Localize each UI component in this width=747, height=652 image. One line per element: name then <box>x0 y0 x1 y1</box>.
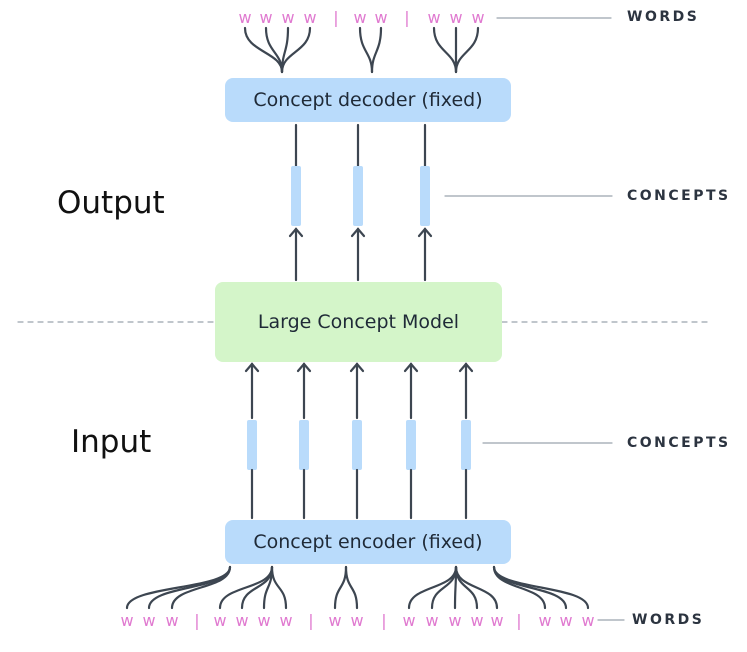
word-token: w <box>235 611 249 630</box>
word-token: w <box>449 8 463 27</box>
bottom-group-3-curve-1 <box>333 565 348 610</box>
word-token: w <box>120 611 134 630</box>
bottom-group-1-curve-3 <box>170 565 232 610</box>
words-label-top: WORDS <box>627 9 700 25</box>
large-concept-model-box: Large Concept Model <box>215 282 502 362</box>
input-concept-2 <box>299 420 309 470</box>
token-separator: | <box>404 8 410 27</box>
concept-decoder-box: Concept decoder (fixed) <box>225 78 511 122</box>
token-separator: | <box>308 611 314 630</box>
word-token: w <box>350 611 364 630</box>
token-separator: | <box>333 8 339 27</box>
input-arrow-3-head <box>349 362 365 373</box>
word-token: w <box>303 8 317 27</box>
bottom-group-2-curve-4 <box>270 565 288 610</box>
top-group-3-curve-1 <box>432 26 458 74</box>
word-token: w <box>448 611 462 630</box>
word-token: w <box>279 611 293 630</box>
token-separator: | <box>516 611 522 630</box>
word-token: w <box>581 611 595 630</box>
concepts-label-output: CONCEPTS <box>627 188 731 204</box>
concept-encoder-box: Concept encoder (fixed) <box>225 520 511 564</box>
bottom-group-2-curve-3 <box>262 565 274 610</box>
output-arrow-2-head <box>350 227 366 238</box>
bottom-group-4-curve-2 <box>430 565 458 610</box>
token-separator: | <box>194 611 200 630</box>
top-group-2-curve-1 <box>358 26 374 74</box>
bottom-group-5-curve-3 <box>492 565 590 610</box>
output-concept-1 <box>291 166 301 226</box>
output-concept-2 <box>353 166 363 226</box>
word-token: w <box>471 8 485 27</box>
word-token: w <box>402 611 416 630</box>
input-arrow-4-head <box>403 362 419 373</box>
top-group-2-curve-2 <box>370 26 383 74</box>
bottom-group-4-curve-5 <box>454 565 499 610</box>
input-arrow-5-head <box>458 362 474 373</box>
word-token: w <box>427 8 441 27</box>
bottom-group-3-curve-2 <box>344 565 359 610</box>
output-label: Output <box>57 185 165 221</box>
top-group-1-curve-4 <box>280 26 312 74</box>
input-concept-3 <box>352 420 362 470</box>
word-token: w <box>213 611 227 630</box>
word-token: w <box>238 8 252 27</box>
top-group-1-curve-1 <box>243 26 284 74</box>
input-arrow-1-head <box>244 362 260 373</box>
input-concept-1 <box>247 420 257 470</box>
word-token: w <box>165 611 179 630</box>
output-arrow-3-head <box>417 227 433 238</box>
input-concept-4 <box>406 420 416 470</box>
top-group-3-curve-3 <box>454 26 480 74</box>
word-token: w <box>470 611 484 630</box>
word-token: w <box>538 611 552 630</box>
concepts-label-input: CONCEPTS <box>627 435 731 451</box>
output-concept-3 <box>420 166 430 226</box>
word-token: w <box>374 8 388 27</box>
word-token: w <box>353 8 367 27</box>
bottom-group-5-curve-2 <box>492 565 568 610</box>
word-token: w <box>281 8 295 27</box>
input-concept-5 <box>461 420 471 470</box>
input-arrow-2-head <box>296 362 312 373</box>
words-label-bottom: WORDS <box>632 612 705 628</box>
bottom-group-1-curve-1 <box>125 565 232 610</box>
word-token: w <box>142 611 156 630</box>
bottom-group-1-curve-2 <box>147 565 232 610</box>
word-token: w <box>425 611 439 630</box>
word-token: w <box>328 611 342 630</box>
token-separator: | <box>381 611 387 630</box>
input-label: Input <box>71 424 152 460</box>
word-token: w <box>490 611 504 630</box>
output-arrow-1-head <box>288 227 304 238</box>
word-token: w <box>259 8 273 27</box>
word-token: w <box>559 611 573 630</box>
word-token: w <box>257 611 271 630</box>
